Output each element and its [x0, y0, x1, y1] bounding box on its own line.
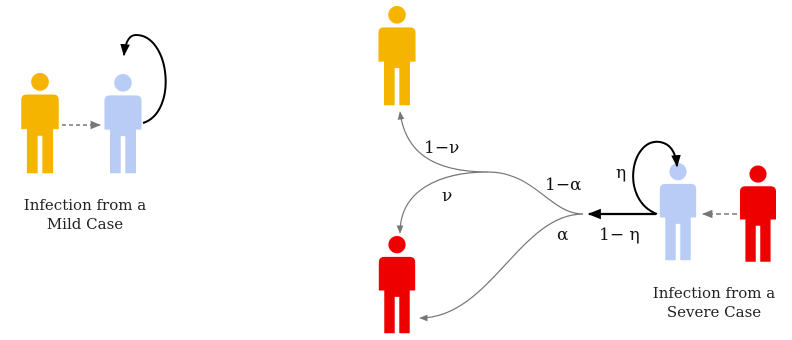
- severe-case-group: [587, 140, 776, 262]
- mild-caption-line1: Infection from a: [23, 196, 147, 214]
- label-one-minus-nu: 1−ν: [424, 138, 459, 158]
- label-alpha: α: [557, 225, 569, 245]
- branching-arrows: [396, 111, 584, 322]
- branch-alpha-arrow: [419, 213, 584, 322]
- mild-outcome-person-icon: [378, 6, 416, 106]
- severe-self-loop-arrow: [632, 140, 681, 215]
- severe-infector-person-icon: [740, 165, 776, 262]
- branch-nu-arrow: [396, 171, 489, 234]
- label-one-minus-eta: 1− η: [599, 225, 640, 245]
- mild-infector-person-icon: [21, 73, 59, 174]
- branch-one-minus-alpha-curve: [487, 171, 584, 215]
- mild-infected-person-icon: [104, 74, 142, 174]
- mild-self-loop-arrow: [120, 33, 167, 124]
- mild-caption-line2: Mild Case: [46, 215, 124, 233]
- mild-case-caption: Infection from a Mild Case: [2, 196, 168, 234]
- label-nu: ν: [442, 186, 452, 206]
- severe-case-caption: Infection from a Severe Case: [636, 284, 792, 322]
- severe-caption-line2: Severe Case: [666, 303, 762, 321]
- branch-one-minus-nu-arrow: [397, 111, 489, 173]
- severe-infected-person-icon: [659, 163, 697, 261]
- label-eta: η: [616, 163, 626, 183]
- severe-outcome-person-icon: [378, 236, 416, 334]
- label-one-minus-alpha: 1−α: [545, 175, 582, 195]
- mild-case-group: [21, 33, 167, 174]
- severe-caption-line1: Infection from a: [652, 284, 776, 302]
